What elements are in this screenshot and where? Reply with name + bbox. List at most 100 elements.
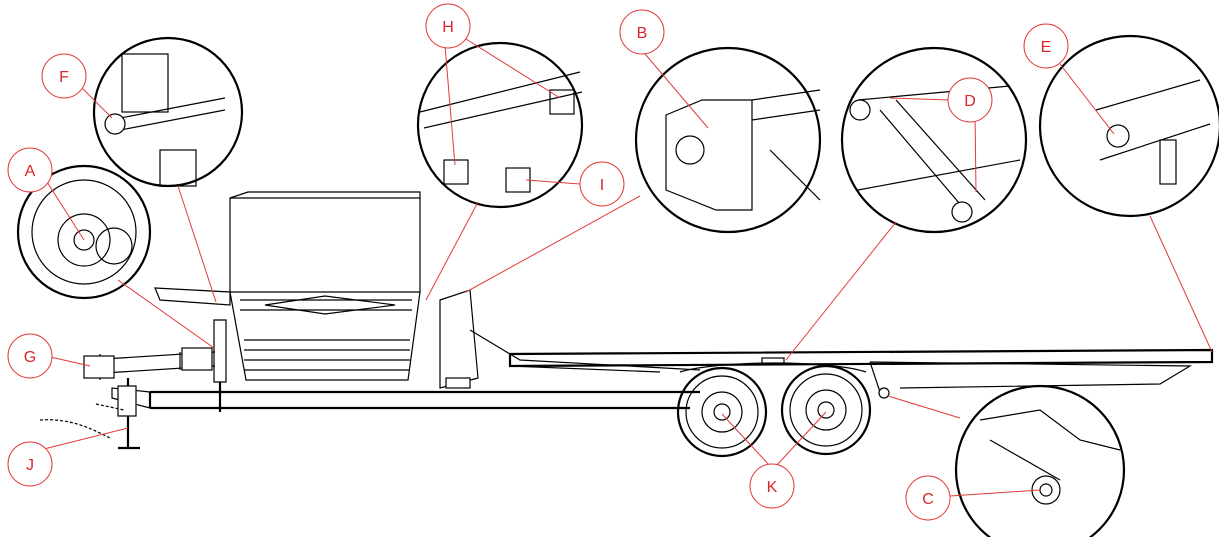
callout-c-circle	[905, 475, 951, 521]
callout-g-label: G	[24, 349, 36, 366]
main-frame-beam	[148, 390, 700, 410]
detail-f-link	[109, 97, 226, 133]
hub-right	[817, 401, 835, 419]
callout-a-label: A	[25, 163, 36, 180]
leader-f-to-mount	[177, 185, 217, 303]
callout-h-circle	[425, 3, 471, 49]
pto-shaft	[87, 351, 216, 380]
detail-a	[16, 164, 152, 300]
callout-h-label: H	[442, 19, 454, 36]
detail-a-gear	[95, 227, 133, 265]
trailer-body	[39, 191, 1214, 450]
pto-coupler	[83, 355, 115, 379]
detail-h-bearing-right	[549, 89, 575, 115]
detail-b-plate	[665, 99, 753, 211]
detail-c-bushing	[1031, 475, 1061, 505]
wheel-left	[676, 366, 768, 458]
detail-f-motor	[121, 53, 169, 113]
detail-f	[92, 36, 244, 188]
callout-j-circle	[7, 441, 53, 487]
rim-right	[805, 389, 847, 431]
tire-inner-left	[685, 375, 759, 449]
callout-b: B	[619, 9, 665, 55]
leader-label-f	[79, 85, 113, 119]
detail-h-channel	[419, 71, 583, 129]
hopper-lower	[229, 291, 421, 381]
detail-c-frame	[954, 384, 1126, 537]
detail-e-chain	[1095, 79, 1211, 161]
safety-chain	[39, 403, 125, 439]
leader-a-to-gearbox	[117, 279, 215, 349]
leader-label-e	[1059, 63, 1115, 135]
detail-h-bearing-left	[443, 159, 469, 185]
leader-label-c	[949, 489, 1041, 497]
callout-c: C	[905, 475, 951, 521]
wheel-right	[780, 364, 872, 456]
leader-label-g	[45, 355, 91, 367]
pto-gearbox	[181, 347, 213, 371]
leader-label-j	[39, 427, 129, 451]
detail-c-pin	[1039, 483, 1053, 497]
hopper-lid	[229, 191, 421, 199]
detail-d-end-top	[849, 99, 871, 121]
tower-base	[445, 377, 471, 389]
leader-b-to-tower	[465, 195, 641, 293]
callout-k-circle	[749, 463, 795, 509]
callout-i-label: I	[600, 177, 604, 194]
callout-h: H	[425, 3, 471, 49]
detail-b-pin	[675, 135, 705, 165]
leader-label-i	[525, 179, 581, 185]
callout-i-circle	[579, 161, 625, 207]
leader-e-to-bed	[1149, 215, 1213, 353]
tire-right	[780, 364, 872, 456]
hopper-upper	[229, 197, 421, 293]
callout-e-label: E	[1041, 39, 1052, 56]
leader-lines	[39, 33, 1213, 497]
detail-f-pivot	[104, 113, 126, 135]
pivot-link	[869, 361, 881, 393]
leader-label-d	[889, 97, 977, 193]
leader-h-to-tower	[425, 201, 479, 301]
fender	[679, 362, 867, 373]
hopper-diamond	[264, 295, 396, 315]
lift-arm	[469, 329, 701, 371]
rim-left	[701, 391, 743, 433]
hopper-ribs	[244, 339, 410, 371]
detail-b	[634, 46, 822, 234]
detail-c	[954, 384, 1126, 537]
detail-a-flange	[31, 179, 137, 285]
leader-label-h	[444, 33, 561, 166]
callout-f-label: F	[59, 69, 69, 86]
detail-h-frame	[416, 41, 584, 209]
detail-a-hub	[57, 213, 111, 267]
callout-b-circle	[619, 9, 665, 55]
callout-b-label: B	[637, 25, 648, 42]
callout-k: K	[749, 463, 795, 509]
detail-e-bracket	[1159, 139, 1177, 185]
detail-b-arm	[751, 89, 821, 201]
callout-g-circle	[7, 333, 53, 379]
callout-i: I	[579, 161, 625, 207]
bed-deck	[508, 348, 1214, 368]
tire-left	[676, 366, 768, 458]
detail-e-frame	[1038, 34, 1219, 218]
callout-g: G	[7, 333, 53, 379]
bed-bracket	[761, 357, 785, 365]
callout-f: F	[41, 53, 87, 99]
callout-d-label: D	[964, 93, 976, 110]
lift-tower	[439, 289, 479, 389]
detail-e-sprocket	[1106, 124, 1130, 148]
callout-a: A	[7, 147, 53, 193]
callout-e: E	[1023, 23, 1069, 69]
leader-label-k	[721, 411, 827, 467]
callout-c-label: C	[922, 491, 934, 508]
callout-d: D	[947, 77, 993, 123]
drive-housing	[213, 319, 227, 383]
detail-d-rails	[857, 85, 1021, 191]
detail-d-frame	[840, 46, 1028, 234]
hub-left	[713, 403, 731, 421]
detail-e	[1038, 34, 1219, 218]
jack-body	[117, 385, 137, 417]
callout-k-label: K	[767, 479, 778, 496]
